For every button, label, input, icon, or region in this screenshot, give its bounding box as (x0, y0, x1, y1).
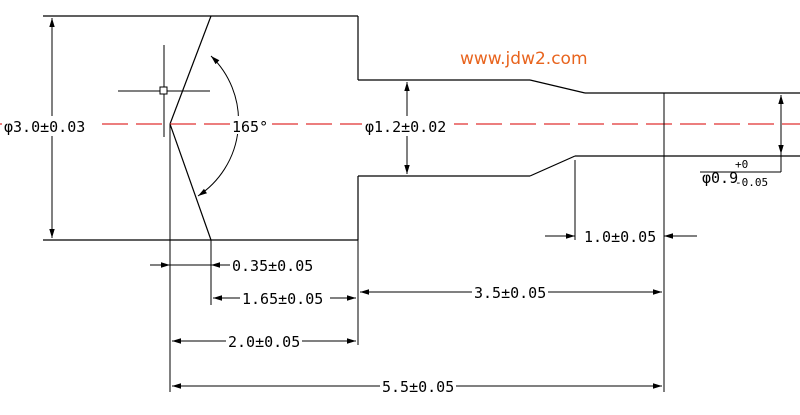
dim-len-55-text: 5.5±0.05 (382, 378, 454, 396)
dim-dia-mid-text: φ1.2±0.02 (365, 118, 446, 136)
dim-len-035-text: 0.35±0.05 (232, 257, 313, 275)
dim-len-165: 1.65±0.05 (213, 289, 356, 308)
dim-dia-small: φ0.9 +0 -0.05 (700, 95, 784, 189)
dim-dia-mid: φ1.2±0.02 (362, 82, 454, 174)
dim-len-035: 0.35±0.05 (150, 257, 313, 275)
dim-len-165-text: 1.65±0.05 (242, 290, 323, 308)
dim-dia-large-text: φ3.0±0.03 (4, 118, 85, 136)
dim-len-10: 1.0±0.05 (545, 227, 697, 246)
part-outline (43, 15, 800, 241)
crosshair-cursor-icon (118, 45, 210, 137)
dim-len-35-text: 3.5±0.05 (474, 284, 546, 302)
extension-lines (169, 93, 665, 392)
dim-len-20: 2.0±0.05 (172, 332, 356, 351)
dim-angle-text: 165° (232, 118, 268, 136)
dim-len-10-text: 1.0±0.05 (584, 228, 656, 246)
dim-dia-small-lower: -0.05 (735, 176, 768, 189)
dim-angle: 165° (197, 55, 268, 197)
dim-len-20-text: 2.0±0.05 (228, 333, 300, 351)
dim-dia-large: φ3.0±0.03 (2, 18, 100, 238)
dim-len-35: 3.5±0.05 (360, 283, 662, 302)
dim-dia-small-upper: +0 (735, 158, 748, 171)
dim-dia-small-text: φ0.9 (702, 169, 738, 187)
dim-len-55: 5.5±0.05 (172, 377, 662, 396)
watermark-text: www.jdw2.com (460, 49, 588, 69)
